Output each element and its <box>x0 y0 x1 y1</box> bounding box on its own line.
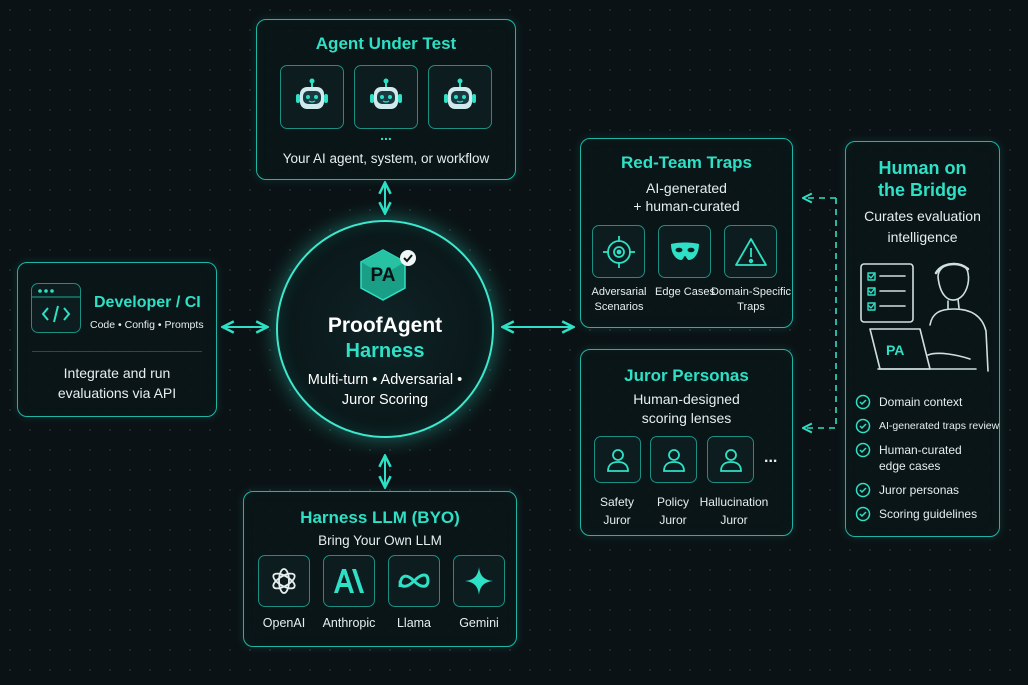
human-title-line2: the Bridge <box>877 180 967 200</box>
check-circle-icon <box>855 482 871 498</box>
red-team-traps-panel: Red-Team Traps AI-generated + human-cura… <box>580 138 793 328</box>
code-window-icon <box>31 283 81 333</box>
more-jurors-ellipsis: ... <box>764 449 778 466</box>
human-line1: Curates evaluation <box>864 208 981 224</box>
developer-title: Developer / CI <box>94 294 201 311</box>
harness-name2: Harness <box>345 340 425 362</box>
traps-line2: + human-curated <box>633 198 740 214</box>
harness-name: ProofAgent <box>327 314 443 337</box>
provider-label: OpenAI <box>262 616 306 630</box>
openai-icon <box>258 555 310 607</box>
llm-title: Harness LLM (BYO) <box>300 508 460 527</box>
checklist-item: Domain context <box>855 394 962 410</box>
robot-icon <box>280 65 344 129</box>
target-icon <box>592 225 645 278</box>
robot-icon <box>428 65 492 129</box>
trap-label: Edge Cases <box>655 286 715 298</box>
developer-caption-line1: Integrate and run <box>63 365 171 381</box>
jurors-title: Juror Personas <box>624 366 749 385</box>
check-circle-icon <box>855 394 871 410</box>
harness-features-line2: Juror Scoring <box>341 392 429 408</box>
provider-label: Gemini <box>459 616 499 630</box>
harness-llm-panel: Harness LLM (BYO) Bring Your Own LLM Ope… <box>243 491 517 647</box>
anthropic-icon <box>323 555 375 607</box>
more-agents-ellipsis: ... <box>380 127 392 143</box>
juror-person-icon <box>594 436 641 483</box>
human-illustration: PA <box>858 259 996 379</box>
dashed-human-jurors <box>804 198 837 428</box>
checklist-item: Juror personas <box>855 482 959 498</box>
gemini-icon <box>453 555 505 607</box>
harness-features-line1: Multi-turn • Adversarial • <box>307 372 463 388</box>
traps-line1: AI-generated <box>646 180 727 196</box>
check-circle-icon <box>855 506 871 522</box>
traps-title: Red-Team Traps <box>620 153 752 172</box>
agent-under-test-caption: Your AI agent, system, or workflow <box>282 151 490 166</box>
agent-under-test-title: Agent Under Test <box>315 34 457 53</box>
human-title-line1: Human on <box>878 158 967 178</box>
checklist-item: AI-generated traps review <box>855 418 999 434</box>
check-circle-icon <box>855 418 871 434</box>
human-line2: intelligence <box>887 229 958 245</box>
provider-label: Anthropic <box>322 616 376 630</box>
jurors-line1: Human-designed <box>633 391 740 407</box>
human-on-bridge-panel: Human on the Bridge Curates evaluation i… <box>845 141 1000 537</box>
provider-label: Llama <box>396 616 432 630</box>
llm-subtitle: Bring Your Own LLM <box>318 533 442 548</box>
proofagent-logo: PA <box>358 248 416 301</box>
juror-person-icon <box>707 436 754 483</box>
laptop-badge-text: PA <box>886 342 905 358</box>
checklist-item: Scoring guidelines <box>855 506 977 522</box>
developer-caption-line2: evaluations via API <box>57 385 177 401</box>
agent-under-test-panel: Agent Under Test ... Your AI agent, syst… <box>256 19 516 180</box>
robot-icon <box>354 65 418 129</box>
developer-subtitle: Code • Config • Prompts <box>90 319 204 331</box>
warning-icon <box>724 225 777 278</box>
juror-personas-panel: Juror Personas Human-designed scoring le… <box>580 349 793 536</box>
clipboard-icon <box>860 263 914 323</box>
developer-divider <box>32 351 202 352</box>
check-circle-icon <box>855 442 871 458</box>
developer-ci-panel: Developer / CI Code • Config • Prompts I… <box>17 262 217 417</box>
jurors-line2: scoring lenses <box>641 410 732 426</box>
juror-person-icon <box>650 436 697 483</box>
harness-circle: PA ProofAgent Harness Multi-turn • Adver… <box>276 220 494 438</box>
logo-badge-text: PA <box>370 265 396 286</box>
mask-icon <box>658 225 711 278</box>
meta-icon <box>388 555 440 607</box>
